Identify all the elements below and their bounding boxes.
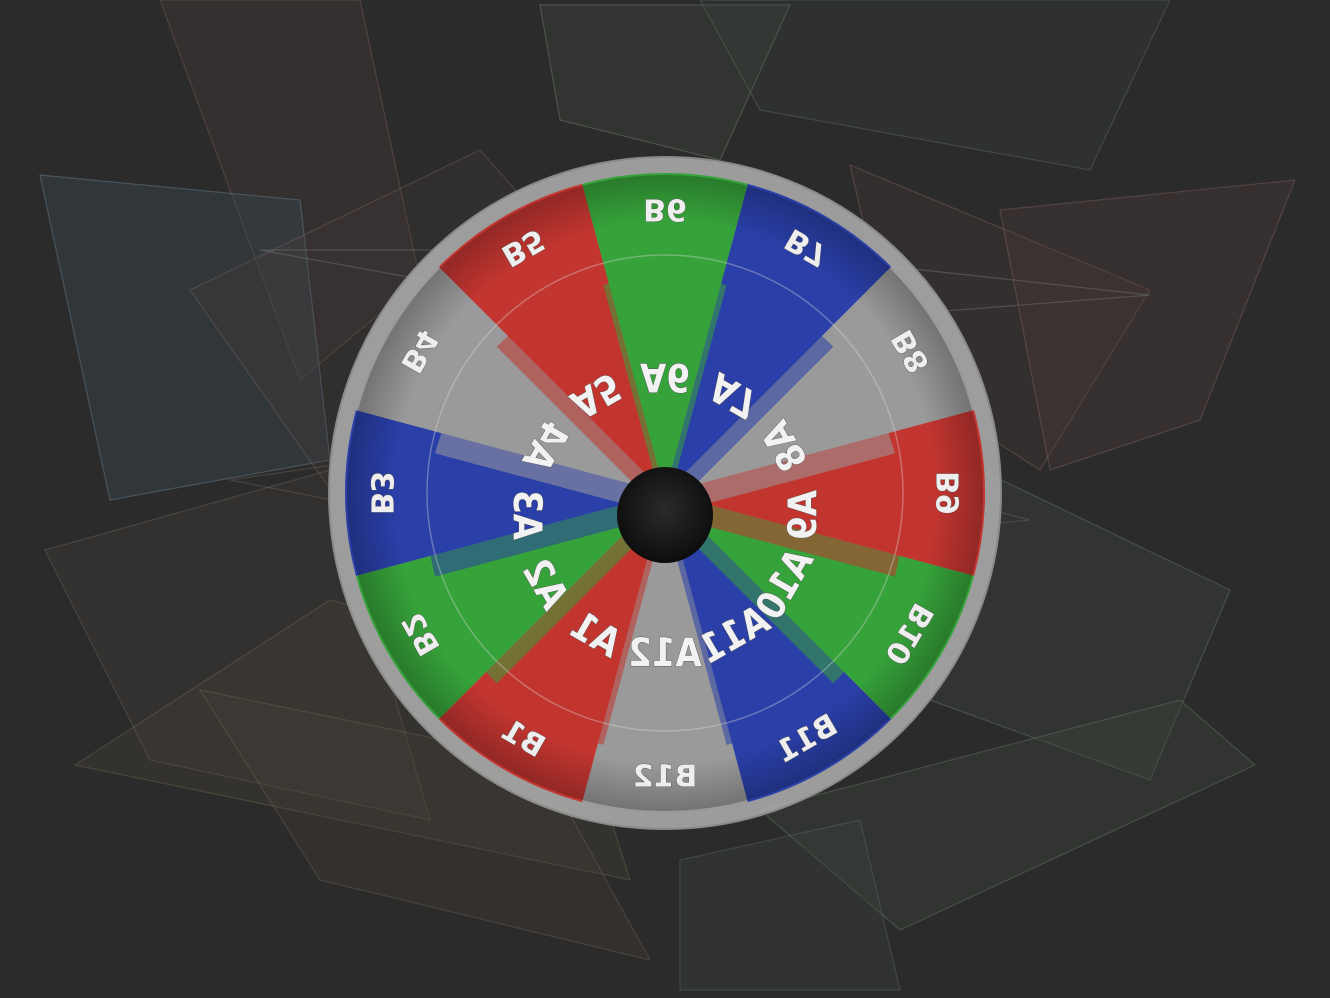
inner-label-a12: A12 — [628, 630, 702, 676]
bg-shape — [198, 689, 652, 961]
bg-shape — [758, 699, 1257, 931]
inner-label-a9: A9 — [780, 490, 826, 540]
outer-label-b6: B6 — [643, 192, 687, 227]
outer-label-b12: B12 — [633, 760, 698, 795]
outer-label-b3: B3 — [364, 471, 399, 515]
bg-shape — [999, 179, 1296, 471]
bg-shape — [539, 4, 791, 161]
inner-label-a6: A6 — [640, 354, 690, 400]
outer-label-b9: B9 — [932, 471, 967, 515]
bg-shape — [44, 469, 431, 821]
bg-shape — [699, 0, 1171, 171]
inner-label-a3: A3 — [504, 490, 550, 540]
wheel-hub[interactable] — [617, 467, 713, 563]
inner-guide-circle — [426, 254, 904, 732]
bg-shape — [679, 819, 901, 991]
